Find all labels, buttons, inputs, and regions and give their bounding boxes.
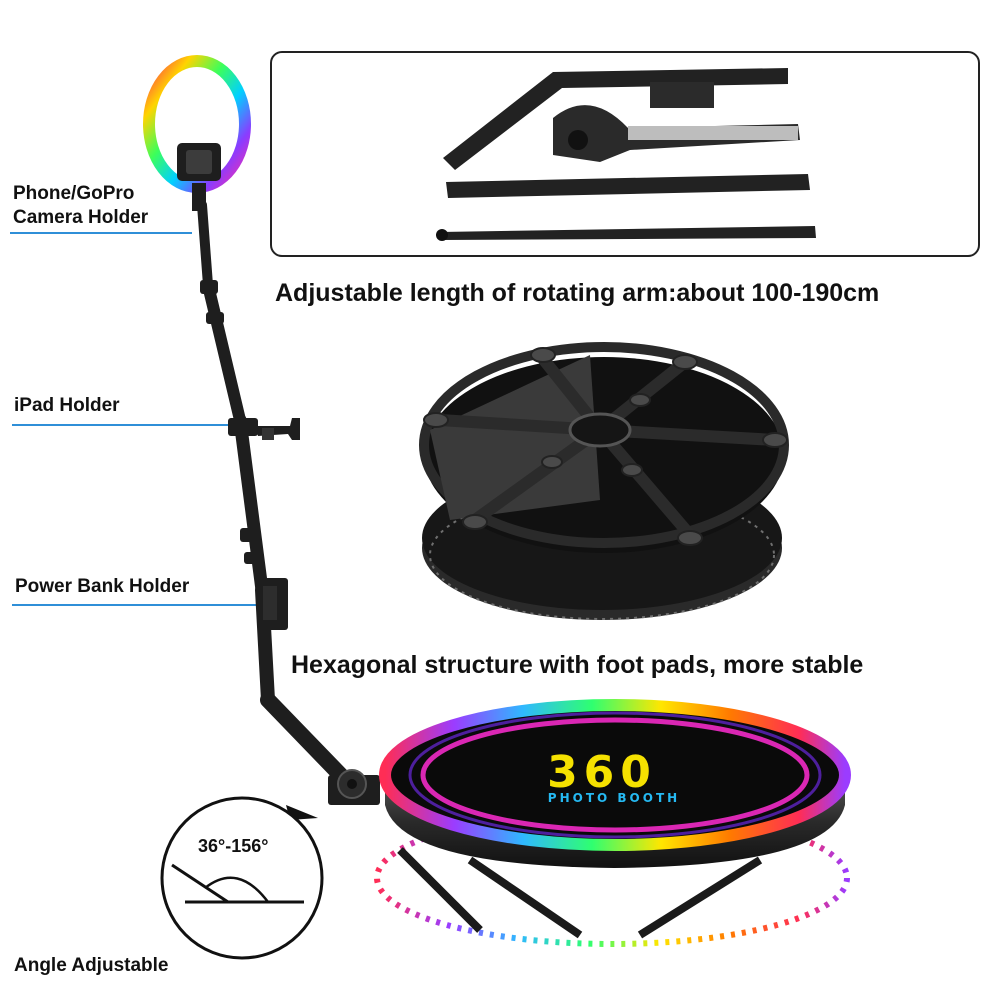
foot-pad xyxy=(541,455,563,469)
pole-segment-2 xyxy=(202,279,246,426)
pole-clamps xyxy=(200,280,262,564)
pole-clamp-3 xyxy=(240,528,258,542)
angle-adjustable-label: Angle Adjustable xyxy=(14,955,169,976)
pole-clamp-2 xyxy=(206,312,224,324)
power-bank-holder xyxy=(258,578,288,630)
power-bank-holder-face xyxy=(263,586,277,620)
foot-pad xyxy=(762,432,788,448)
camera-holder-callout-line xyxy=(10,232,192,234)
foot-pad xyxy=(621,463,643,477)
pole-segment-1 xyxy=(197,200,213,290)
ipad-holder-callout-line xyxy=(12,424,236,426)
camera-holder-label: Phone/GoPro Camera Holder xyxy=(13,182,148,230)
platform-base-legs xyxy=(397,847,763,939)
arm-parts-panel xyxy=(270,51,980,257)
foot-pad xyxy=(530,347,556,363)
foot-pad xyxy=(423,412,449,428)
pole-clamp-4 xyxy=(244,552,262,564)
platform: 360 PHOTO BOOTH xyxy=(374,699,851,947)
angle-circle xyxy=(160,796,324,960)
platform-photo-booth-text: PHOTO BOOTH xyxy=(548,791,680,805)
arm-part-angled xyxy=(443,68,788,170)
pole-segment-3 xyxy=(233,413,269,597)
arm-parts xyxy=(436,68,816,241)
phone-clamp-face xyxy=(186,150,212,174)
ring-light xyxy=(143,55,251,211)
foot-pad xyxy=(462,514,488,530)
camera-holder-label-line2: Camera Holder xyxy=(13,207,149,228)
pole-clamp-1 xyxy=(200,280,218,294)
hex-structure-caption: Hexagonal structure with foot pads, more… xyxy=(291,651,864,679)
arm-length-caption: Adjustable length of rotating arm:about … xyxy=(275,279,880,307)
platform-inner-violet-ring xyxy=(408,711,822,839)
platform-top-led-rim xyxy=(379,699,851,851)
camera-holder-label-line1: Phone/GoPro xyxy=(13,183,135,204)
power-bank-holder-label: Power Bank Holder xyxy=(15,576,190,597)
arm-hinge-knob xyxy=(347,779,357,789)
angle-indicator: 36°-156° xyxy=(160,796,324,960)
foot-pad xyxy=(629,393,651,407)
hexagonal-frame xyxy=(419,342,789,620)
arm-part-straight xyxy=(446,174,810,198)
ipad-holder-label: iPad Holder xyxy=(14,395,120,416)
hex-frame-center-hub xyxy=(568,412,632,448)
ipad-holder-knob xyxy=(262,428,274,440)
arm-hinge xyxy=(328,769,380,805)
arm-part-angled-block xyxy=(650,82,714,108)
platform-360-text: 360 xyxy=(547,747,657,798)
arm-part-extension xyxy=(440,226,816,240)
arm-part-extension-cap xyxy=(436,229,448,241)
foot-pad xyxy=(677,530,703,546)
ipad-holder xyxy=(228,418,300,440)
angle-arc xyxy=(204,876,269,903)
arm-part-hinge-tube xyxy=(628,126,798,140)
ipad-holder-bracket xyxy=(255,418,300,440)
arm-part-hinge-knob xyxy=(568,130,588,150)
foot-pads xyxy=(423,347,788,546)
foot-pad xyxy=(672,354,698,370)
platform-inner-pink-ring xyxy=(420,717,810,833)
rotating-arm xyxy=(197,200,363,798)
hex-frame-plate xyxy=(430,355,600,520)
angle-value: 36°-156° xyxy=(198,836,268,856)
ipad-holder-clamp xyxy=(228,418,258,436)
platform-bottom-led-ring xyxy=(374,809,850,947)
power-bank-holder-callout-line xyxy=(12,604,270,606)
